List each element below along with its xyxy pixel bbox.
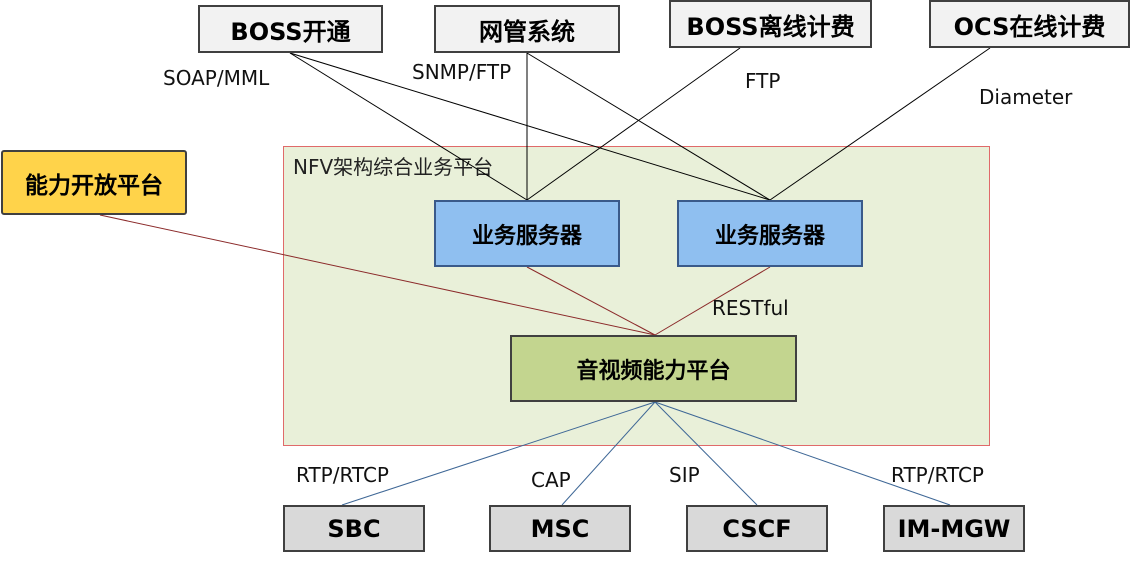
nfv-platform-label: NFV架构综合业务平台 bbox=[293, 155, 494, 179]
msc-label: MSC bbox=[530, 514, 590, 543]
protocol-restful-label: RESTful bbox=[712, 296, 789, 320]
ocs-online-billing-box[interactable]: OCS在线计费 bbox=[929, 0, 1130, 48]
protocol-ftp-label: FTP bbox=[745, 69, 781, 93]
service-server-right-label: 业务服务器 bbox=[714, 223, 825, 249]
cscf-label: CSCF bbox=[722, 514, 792, 543]
protocol-rtp-rtcp-right-label: RTP/RTCP bbox=[891, 463, 984, 487]
link-media-sbc bbox=[341, 401, 656, 506]
cscf-box[interactable]: CSCF bbox=[686, 505, 828, 552]
protocol-soap-mml-label: SOAP/MML bbox=[163, 66, 270, 90]
link-boss-provision-right-server bbox=[289, 52, 771, 201]
nms-label: 网管系统 bbox=[479, 17, 575, 46]
media-capability-platform-label: 音视频能力平台 bbox=[576, 358, 731, 384]
protocol-snmp-ftp-label: SNMP/FTP bbox=[412, 60, 512, 84]
boss-provision-box[interactable]: BOSS开通 bbox=[198, 5, 383, 53]
media-capability-platform-box[interactable]: 音视频能力平台 bbox=[510, 335, 797, 402]
capability-open-platform-box[interactable]: 能力开放平台 bbox=[1, 150, 187, 215]
link-boss-billing-left-server bbox=[526, 47, 741, 201]
link-open-platform-media bbox=[99, 214, 656, 336]
boss-offline-billing-label: BOSS离线计费 bbox=[686, 12, 855, 41]
im-mgw-box[interactable]: IM-MGW bbox=[883, 505, 1025, 552]
link-right-server-media bbox=[654, 266, 771, 336]
sbc-box[interactable]: SBC bbox=[283, 505, 425, 552]
protocol-diameter-label: Diameter bbox=[979, 85, 1073, 109]
link-nms-right-server bbox=[526, 52, 771, 201]
link-ocs-right-server bbox=[769, 47, 991, 201]
link-media-cscf bbox=[654, 401, 758, 506]
link-boss-provision-left-server bbox=[289, 52, 528, 201]
protocol-cap-label: CAP bbox=[531, 468, 571, 492]
link-left-server-media bbox=[526, 266, 656, 336]
boss-provision-label: BOSS开通 bbox=[230, 17, 351, 46]
link-media-im-mgw bbox=[654, 401, 951, 506]
im-mgw-label: IM-MGW bbox=[897, 514, 1011, 543]
service-server-right-box[interactable]: 业务服务器 bbox=[677, 200, 863, 267]
ocs-online-billing-label: OCS在线计费 bbox=[953, 12, 1106, 41]
protocol-rtp-rtcp-left-label: RTP/RTCP bbox=[296, 463, 389, 487]
link-media-msc bbox=[561, 401, 656, 506]
protocol-sip-label: SIP bbox=[669, 463, 700, 487]
capability-open-platform-label: 能力开放平台 bbox=[25, 172, 163, 199]
msc-box[interactable]: MSC bbox=[489, 505, 631, 552]
boss-offline-billing-box[interactable]: BOSS离线计费 bbox=[669, 0, 872, 48]
service-server-left-box[interactable]: 业务服务器 bbox=[434, 200, 620, 267]
sbc-label: SBC bbox=[327, 514, 381, 543]
service-server-left-label: 业务服务器 bbox=[471, 223, 582, 249]
nms-box[interactable]: 网管系统 bbox=[434, 5, 620, 53]
